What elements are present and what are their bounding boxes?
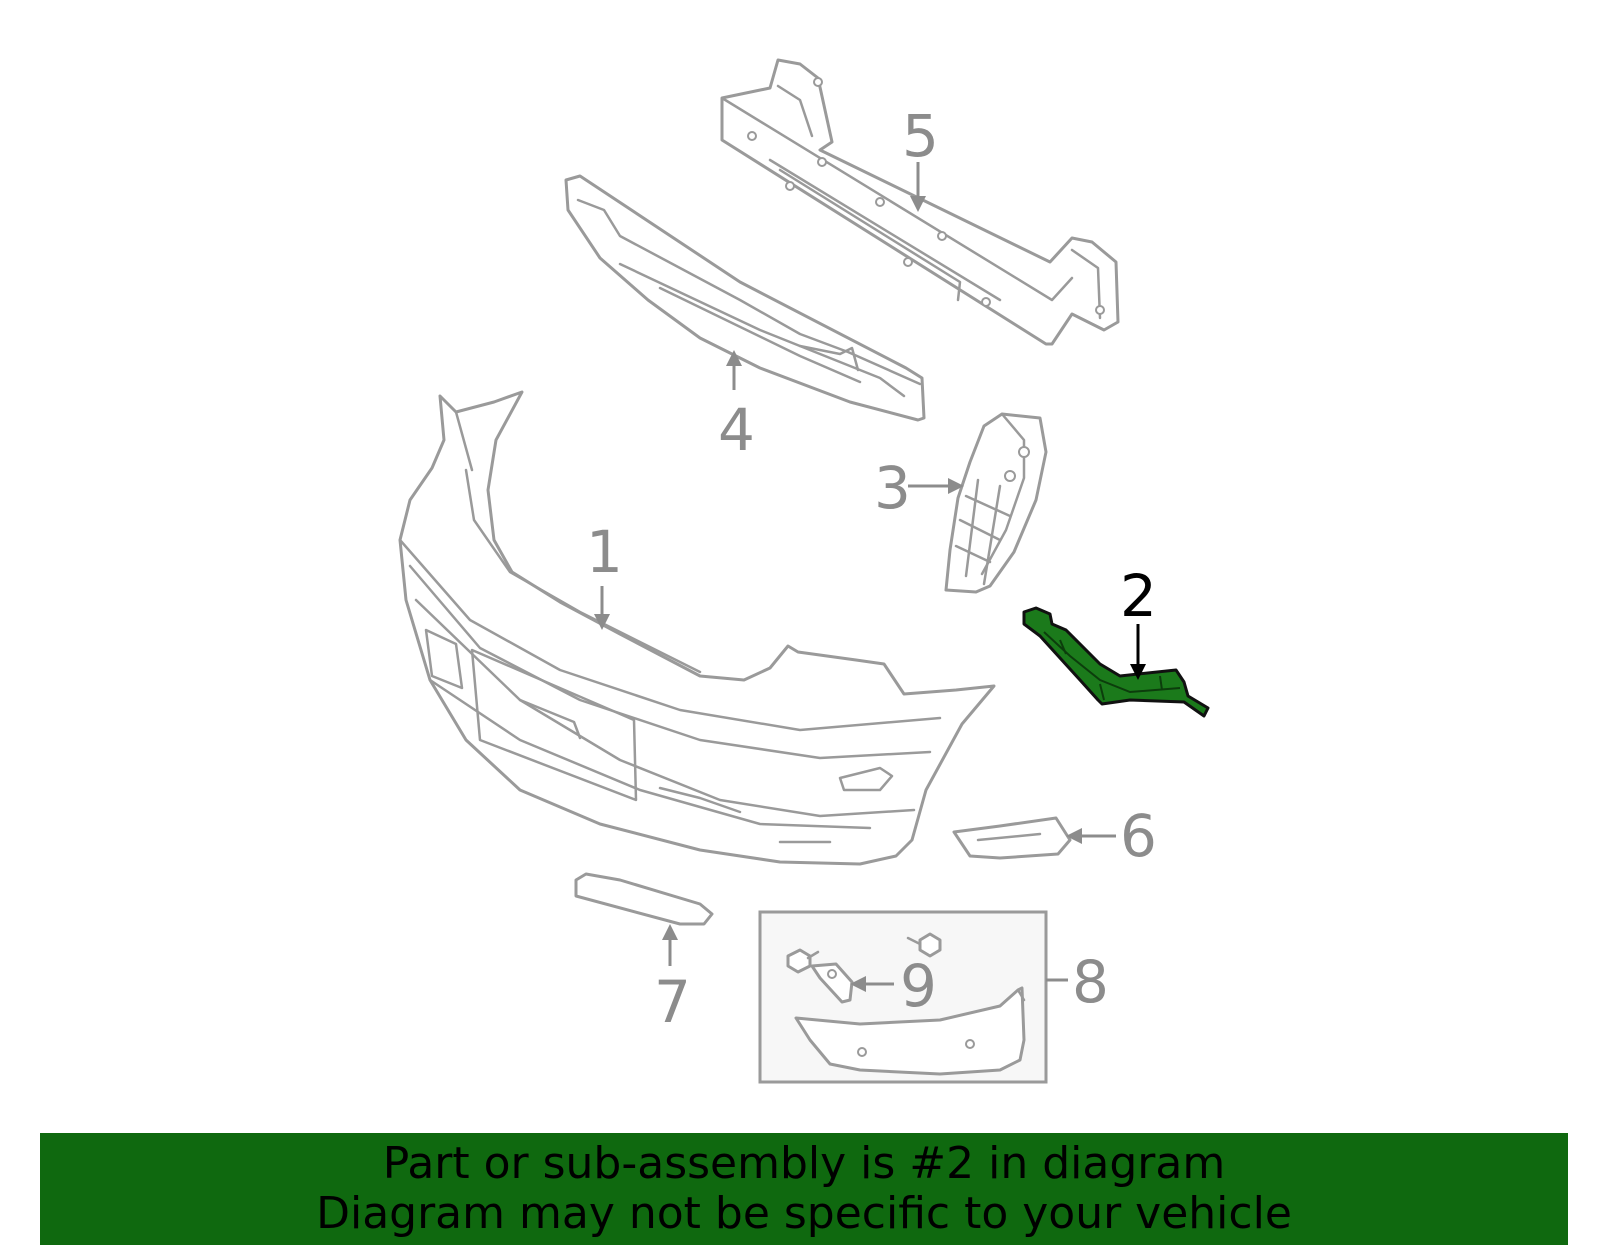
part-4-absorber bbox=[564, 174, 926, 422]
svg-text:7: 7 bbox=[654, 968, 691, 1036]
part-1-bumper-cover bbox=[398, 390, 996, 866]
callout-1: 1 bbox=[586, 518, 623, 630]
part-6-trim bbox=[952, 816, 1072, 860]
callout-9: 9 bbox=[850, 952, 937, 1020]
svg-text:4: 4 bbox=[718, 396, 755, 464]
info-banner: Part or sub-assembly is #2 in diagram Di… bbox=[40, 1133, 1568, 1245]
banner-line-2: Diagram may not be specific to your vehi… bbox=[316, 1188, 1292, 1239]
svg-text:3: 3 bbox=[874, 454, 911, 522]
svg-text:8: 8 bbox=[1072, 948, 1109, 1016]
part-7-trim bbox=[574, 872, 714, 926]
svg-text:1: 1 bbox=[586, 518, 623, 586]
svg-text:9: 9 bbox=[900, 952, 937, 1020]
svg-text:6: 6 bbox=[1120, 802, 1157, 870]
callout-8: 8 bbox=[1046, 948, 1109, 1016]
part-3-side-bracket bbox=[944, 412, 1048, 594]
callout-6: 6 bbox=[1066, 802, 1157, 870]
callout-5: 5 bbox=[902, 102, 939, 212]
callout-4: 4 bbox=[718, 350, 755, 464]
callout-7: 7 bbox=[654, 924, 691, 1036]
part-9-clip-and-bolts bbox=[786, 932, 942, 1004]
part-2-bracket-highlighted bbox=[1022, 606, 1210, 718]
part-8-kit bbox=[758, 910, 1048, 1084]
svg-text:2: 2 bbox=[1120, 562, 1157, 630]
banner-line-1: Part or sub-assembly is #2 in diagram bbox=[382, 1138, 1226, 1189]
callout-3: 3 bbox=[874, 454, 964, 522]
svg-text:5: 5 bbox=[902, 102, 939, 170]
callout-2-highlighted: 2 bbox=[1120, 562, 1157, 680]
